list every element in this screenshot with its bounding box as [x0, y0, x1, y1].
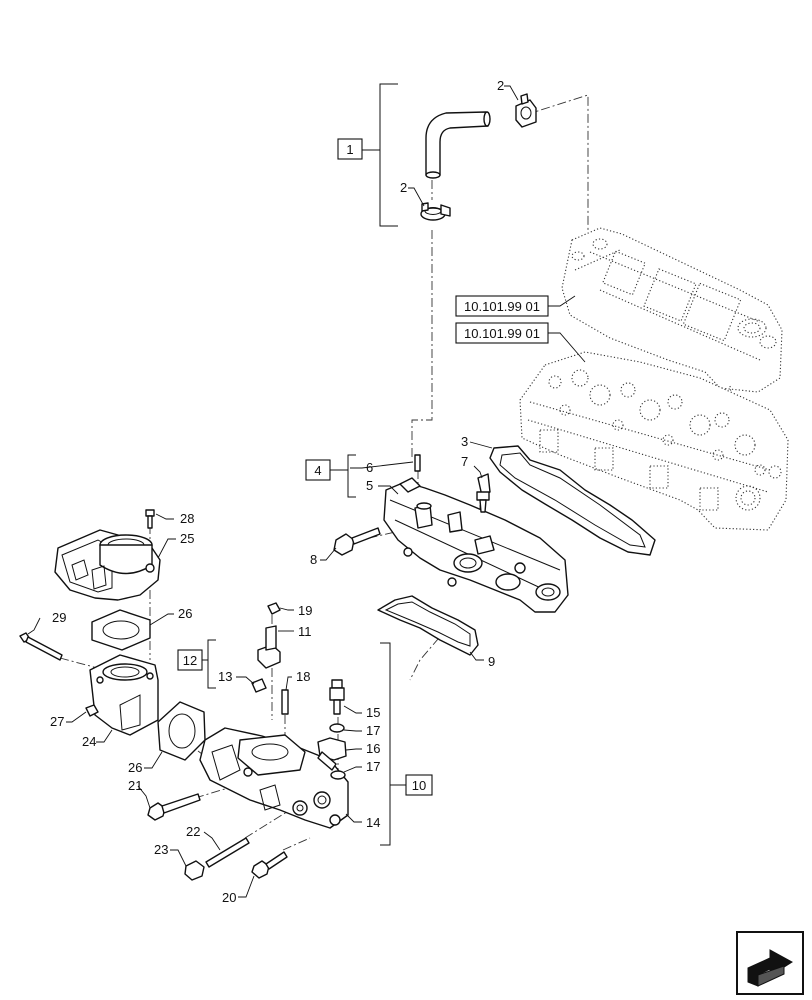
callout-19: 19	[298, 603, 312, 618]
group-12-bracket: 12	[177, 639, 216, 689]
bracket-clip	[257, 625, 281, 669]
manifold-gasket	[489, 445, 656, 556]
inlet-housing	[199, 727, 349, 829]
long-stud	[205, 837, 250, 868]
callout-27: 27	[50, 714, 64, 729]
bracket-nut	[267, 602, 281, 615]
callout-29: 29	[52, 610, 66, 625]
reference-label-rocker-cover: 10.101.99 01	[464, 299, 540, 314]
housing-bolt-21	[147, 793, 201, 821]
group-1-bracket: 1	[337, 83, 398, 227]
coolant-hose	[425, 111, 491, 179]
callout-7: 7	[461, 454, 468, 469]
callout-26-upper: 26	[178, 606, 192, 621]
callout-8: 8	[310, 552, 317, 567]
throttle-body	[54, 529, 161, 601]
callout-25: 25	[180, 531, 194, 546]
cylinder-head-reference	[519, 351, 789, 531]
callout-21: 21	[128, 778, 142, 793]
reference-cylinder-head[interactable]: 10.101.99 01	[455, 322, 586, 363]
group-label-12: 12	[183, 653, 197, 668]
callout-16: 16	[366, 741, 380, 756]
manifold-bolt	[333, 527, 381, 556]
head-port-circles	[548, 369, 766, 476]
callout-9: 9	[488, 654, 495, 669]
callout-22: 22	[186, 824, 200, 839]
throttle-adapter	[89, 654, 159, 736]
inlet-gasket	[377, 595, 479, 656]
callout-11: 11	[298, 624, 312, 639]
next-page-arrow-icon[interactable]	[736, 931, 804, 995]
bracket-washer	[251, 678, 267, 693]
callout-5: 5	[366, 478, 373, 493]
group-10-bracket: 10	[380, 642, 433, 846]
throttle-gasket	[91, 609, 151, 651]
callout-24: 24	[82, 734, 96, 749]
reference-label-cylinder-head: 10.101.99 01	[464, 326, 540, 341]
reference-rocker-cover[interactable]: 10.101.99 01	[455, 295, 576, 317]
sealing-washer-upper	[329, 723, 345, 733]
callout-13: 13	[218, 669, 232, 684]
long-bolt	[19, 632, 63, 661]
dowel-pin	[414, 454, 421, 472]
callout-17-lower: 17	[366, 759, 380, 774]
callout-6: 6	[366, 460, 373, 475]
temperature-sensor	[476, 473, 491, 513]
callout-leaders	[27, 85, 519, 898]
housing-bolt-20	[251, 851, 288, 879]
head-side-ports	[539, 429, 782, 511]
callout-17-upper: 17	[366, 723, 380, 738]
callout-28: 28	[180, 511, 194, 526]
group-4-bracket: 4	[305, 454, 356, 498]
callout-14: 14	[366, 815, 380, 830]
rocker-cover-reference	[561, 227, 783, 401]
stud	[281, 689, 289, 715]
callout-18: 18	[296, 669, 310, 684]
callout-23: 23	[154, 842, 168, 857]
intake-manifold	[383, 477, 569, 613]
group-label-4: 4	[314, 463, 321, 478]
stud-nut	[184, 860, 205, 881]
fitting-connector	[329, 679, 345, 715]
callout-26-lower: 26	[128, 760, 142, 775]
hose-clamp-lower	[420, 202, 451, 221]
adapter-nut	[85, 704, 99, 717]
callout-labels: 2 2 3 5 6 7 8 9 11 13 14 15 16 17 17 18 …	[50, 78, 504, 905]
callout-2-lower: 2	[400, 180, 407, 195]
callout-15: 15	[366, 705, 380, 720]
group-label-10: 10	[412, 778, 426, 793]
callout-2-upper: 2	[497, 78, 504, 93]
tee-fitting	[317, 737, 347, 771]
group-label-1: 1	[346, 142, 353, 157]
hose-clamp-upper	[515, 93, 537, 128]
callout-20: 20	[222, 890, 236, 905]
callout-3: 3	[461, 434, 468, 449]
sealing-washer-lower	[330, 770, 346, 780]
throttle-bolt	[145, 509, 155, 529]
